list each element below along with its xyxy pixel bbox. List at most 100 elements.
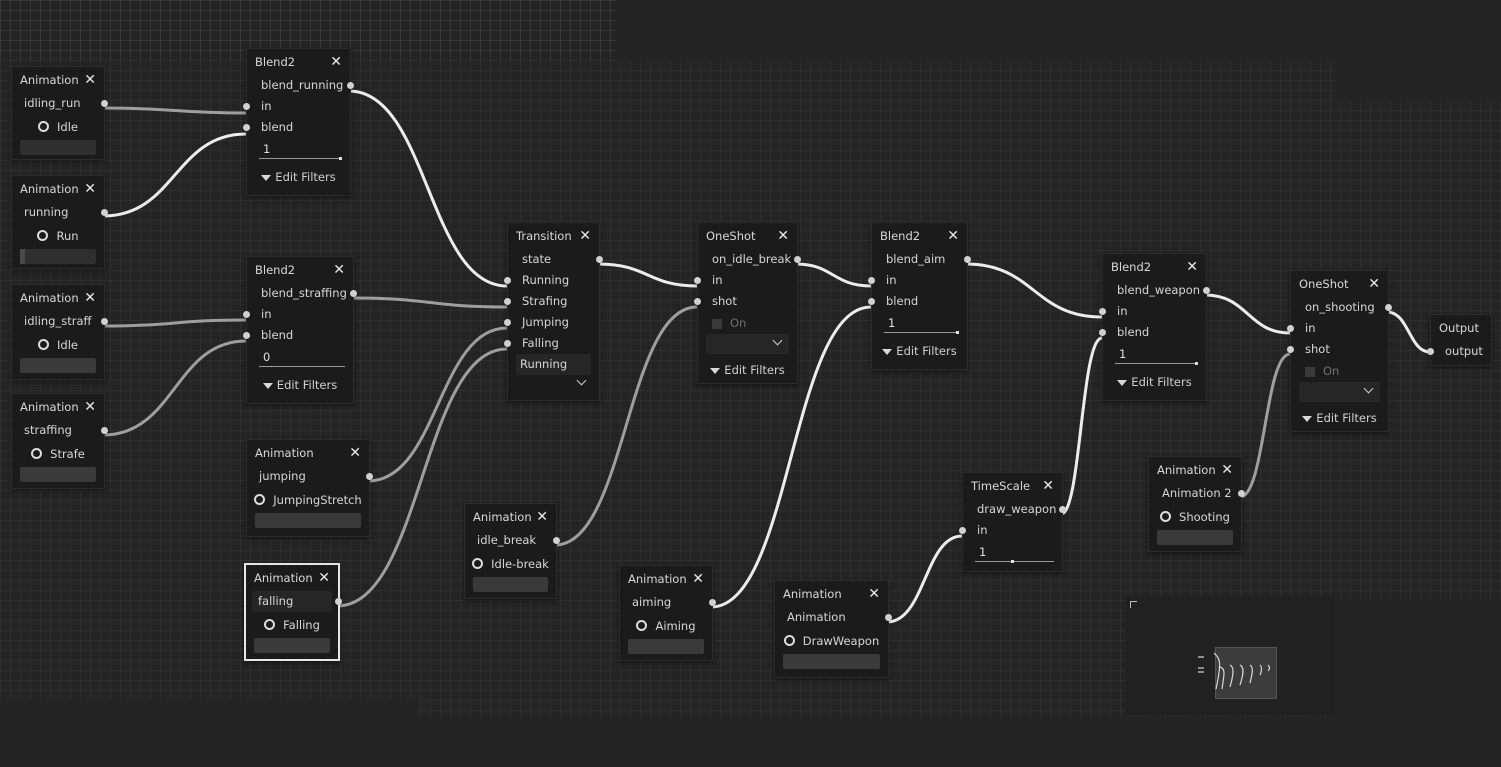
animation-picker[interactable]: Idle — [12, 332, 104, 358]
output-port[interactable] — [794, 256, 801, 263]
output-port[interactable] — [366, 473, 373, 480]
input-port[interactable] — [694, 298, 701, 305]
animation-picker[interactable]: Idle — [12, 114, 104, 140]
minimap-resize-handle[interactable] — [1130, 601, 1137, 608]
close-icon[interactable]: ✕ — [84, 399, 96, 415]
close-icon[interactable]: ✕ — [333, 262, 345, 278]
input-port[interactable] — [243, 124, 250, 131]
animation-node-aiming[interactable]: Animation✕ aiming Aiming — [619, 565, 716, 661]
animation-picker[interactable]: Run — [12, 223, 104, 249]
input-port[interactable] — [1287, 346, 1294, 353]
edit-filters-button[interactable]: Edit Filters — [710, 363, 785, 377]
blend-amount-spinbox[interactable]: 1 — [1115, 345, 1198, 365]
animation-node-running[interactable]: Animation✕ running Run — [11, 175, 108, 269]
close-icon[interactable]: ✕ — [1186, 259, 1198, 275]
output-port[interactable] — [1203, 287, 1210, 294]
blend2-node-running[interactable]: Blend2✕ blend_running in blend 1 Edit Fi… — [243, 48, 354, 196]
input-port[interactable] — [694, 277, 701, 284]
close-icon[interactable]: ✕ — [84, 181, 96, 197]
blend-amount-spinbox[interactable]: 1 — [259, 140, 342, 160]
output-port[interactable] — [1238, 490, 1245, 497]
input-port[interactable] — [868, 298, 875, 305]
oneshot-node-shooting[interactable]: OneShot✕ on_shooting in shot On Edit Fil… — [1287, 270, 1392, 432]
close-icon[interactable]: ✕ — [1368, 276, 1380, 292]
animation-node-shooting[interactable]: Animation✕ Animation 2 Shooting — [1148, 456, 1245, 552]
edit-filters-button[interactable]: Edit Filters — [262, 378, 337, 392]
animation-node-draw-weapon[interactable]: Animation✕ Animation DrawWeapon — [774, 580, 892, 678]
close-icon[interactable]: ✕ — [777, 228, 789, 244]
input-port[interactable] — [1099, 329, 1106, 336]
output-node[interactable]: Output output — [1427, 314, 1492, 366]
output-port[interactable] — [101, 427, 108, 434]
input-port[interactable] — [1427, 348, 1434, 355]
close-icon[interactable]: ✕ — [349, 445, 361, 461]
animation-node-falling[interactable]: Animation✕ falling Falling — [244, 563, 342, 661]
scale-spinbox[interactable]: 1 — [975, 543, 1054, 563]
animation-node-idle-break[interactable]: Animation✕ idle_break Idle-break — [464, 503, 560, 599]
output-port[interactable] — [335, 598, 342, 605]
animation-picker[interactable]: Idle-break — [465, 551, 556, 577]
animation-node-straffing[interactable]: Animation✕ straffing Strafe — [11, 393, 108, 489]
output-port[interactable] — [1385, 304, 1392, 311]
input-port[interactable] — [504, 298, 511, 305]
close-icon[interactable]: ✕ — [579, 228, 591, 244]
chevron-down-icon[interactable] — [576, 375, 587, 386]
close-icon[interactable]: ✕ — [84, 72, 96, 88]
animation-node-idling-straff[interactable]: Animation✕ idling_straff Idle — [11, 284, 108, 380]
blend-amount-spinbox[interactable]: 1 — [884, 314, 959, 334]
animation-node-idling-run[interactable]: Animation✕ idling_run Idle — [11, 66, 108, 160]
output-port[interactable] — [1059, 506, 1066, 513]
request-dropdown[interactable] — [706, 334, 789, 354]
blend2-node-aim[interactable]: Blend2✕ blend_aim in blend 1 Edit Filter… — [868, 222, 971, 370]
timescale-node[interactable]: TimeScale✕ draw_weapon in 1 — [959, 472, 1066, 572]
output-port[interactable] — [101, 100, 108, 107]
animation-picker[interactable]: DrawWeapon — [775, 628, 888, 654]
request-dropdown[interactable] — [1299, 382, 1380, 402]
transition-node[interactable]: Transition✕ state Running Strafing Jumpi… — [504, 222, 603, 401]
output-port[interactable] — [101, 209, 108, 216]
input-port[interactable] — [868, 277, 875, 284]
minimap-viewport[interactable] — [1215, 647, 1277, 699]
output-port[interactable] — [964, 256, 971, 263]
fire-toggle[interactable]: On — [1291, 360, 1388, 382]
oneshot-node-idle-break[interactable]: OneShot✕ on_idle_break in shot On Edit F… — [694, 222, 801, 384]
close-icon[interactable]: ✕ — [1042, 478, 1054, 494]
edit-filters-button[interactable]: Edit Filters — [1302, 411, 1377, 425]
close-icon[interactable]: ✕ — [868, 586, 880, 602]
blend2-node-straffing[interactable]: Blend2✕ blend_straffing in blend 0 Edit … — [243, 256, 357, 404]
output-port[interactable] — [709, 599, 716, 606]
blend-amount-spinbox[interactable]: 0 — [259, 348, 345, 367]
input-port[interactable] — [243, 311, 250, 318]
animation-picker[interactable]: Strafe — [12, 441, 104, 467]
input-port[interactable] — [243, 103, 250, 110]
close-icon[interactable]: ✕ — [1221, 462, 1233, 478]
close-icon[interactable]: ✕ — [84, 290, 96, 306]
output-port[interactable] — [885, 614, 892, 621]
input-port[interactable] — [1099, 308, 1106, 315]
output-port[interactable] — [101, 318, 108, 325]
animation-picker[interactable]: JumpingStretch — [247, 487, 369, 513]
close-icon[interactable]: ✕ — [330, 54, 342, 70]
current-state-selector[interactable]: Running — [516, 354, 591, 375]
input-port[interactable] — [243, 332, 250, 339]
input-port[interactable] — [504, 277, 511, 284]
checkbox[interactable] — [1305, 366, 1315, 377]
checkbox[interactable] — [712, 318, 722, 329]
output-port[interactable] — [350, 290, 357, 297]
fire-toggle[interactable]: On — [698, 312, 797, 334]
output-port[interactable] — [596, 256, 603, 263]
edit-filters-button[interactable]: Edit Filters — [1117, 375, 1192, 389]
blend2-node-weapon[interactable]: Blend2✕ blend_weapon in blend 1 Edit Fil… — [1099, 253, 1210, 401]
input-port[interactable] — [959, 527, 966, 534]
animation-picker[interactable]: Falling — [246, 612, 338, 638]
animation-node-jumping[interactable]: Animation✕ jumping JumpingStretch — [246, 439, 373, 537]
close-icon[interactable]: ✕ — [947, 228, 959, 244]
input-port[interactable] — [504, 340, 511, 347]
close-icon[interactable]: ✕ — [536, 509, 548, 525]
close-icon[interactable]: ✕ — [692, 571, 704, 587]
animation-picker[interactable]: Shooting — [1149, 504, 1241, 530]
animation-picker[interactable]: Aiming — [620, 613, 712, 639]
graph-minimap[interactable] — [1126, 597, 1335, 715]
close-icon[interactable]: ✕ — [318, 570, 330, 586]
edit-filters-button[interactable]: Edit Filters — [882, 344, 957, 358]
